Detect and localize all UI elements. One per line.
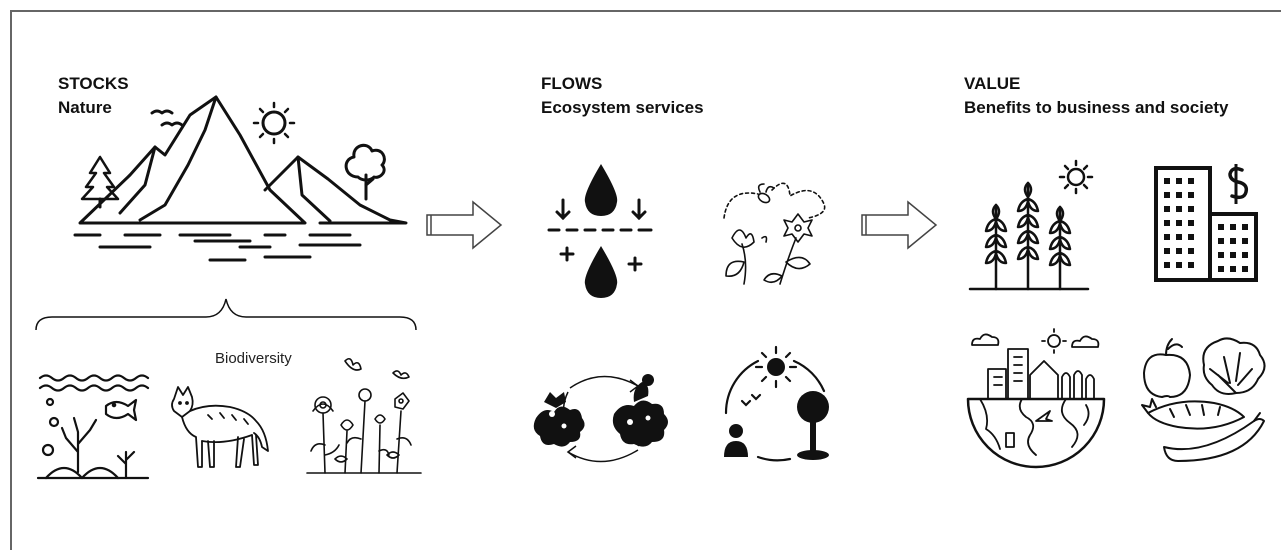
nutrient-cycling-icon [533, 374, 668, 468]
value-subtitle: Benefits to business and society [964, 98, 1229, 117]
food-produce-icon [1140, 335, 1270, 460]
stocks-subtitle: Nature [58, 98, 112, 117]
mountain-landscape-icon [70, 95, 415, 270]
wildflowers-icon [305, 355, 423, 477]
value-heading: VALUE Benefits to business and society [964, 72, 1229, 120]
diagram-frame [10, 10, 1281, 550]
finance-building-icon [1150, 160, 1262, 285]
wolf-icon [168, 385, 273, 475]
stocks-title: STOCKS [58, 74, 129, 93]
biodiversity-brace-icon [34, 295, 419, 335]
marine-life-icon [38, 372, 148, 482]
climate-cycle-icon [724, 345, 829, 470]
biodiversity-label: Biodiversity [215, 350, 292, 367]
flows-heading: FLOWS Ecosystem services [541, 72, 704, 120]
flows-title: FLOWS [541, 74, 603, 93]
stocks-heading: STOCKS Nature [58, 72, 129, 120]
value-title: VALUE [964, 74, 1021, 93]
pollination-icon [718, 178, 833, 288]
flows-subtitle: Ecosystem services [541, 98, 704, 117]
water-purification-icon [545, 164, 660, 298]
arrow-flows-to-value-icon [860, 200, 940, 250]
arrow-stocks-to-flows-icon [425, 200, 505, 250]
crops-icon [968, 155, 1093, 295]
city-planet-icon [966, 325, 1106, 470]
